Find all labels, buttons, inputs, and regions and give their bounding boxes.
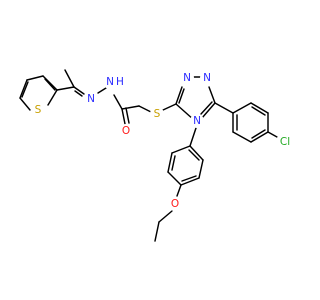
bond [180,177,200,186]
bond [232,131,252,143]
bond [178,88,185,104]
bond [64,69,75,88]
bond [19,79,28,99]
atom-n-triazole-top: N [180,71,194,85]
bond [154,221,160,242]
atom-s-thioether: S [150,107,164,121]
bond [158,210,173,223]
bond [42,75,58,91]
bond [189,145,204,161]
bond [176,184,182,197]
bond [251,106,266,116]
bond [232,102,252,114]
bond [74,90,83,97]
bond [250,131,269,143]
bond [125,107,130,124]
atom-symbol: N [193,115,201,127]
atom-symbol: Cl [280,136,290,148]
bond [97,87,107,94]
bond [181,175,197,182]
atom-o-ether: O [168,197,182,211]
atom-nh-amide: N H [103,75,124,89]
atom-symbol: O [122,125,130,137]
bond [47,89,58,106]
bond [208,86,216,104]
bond [121,108,126,125]
bond [21,81,29,98]
structure-drawing: S N N H O S N [19,69,294,242]
bond [171,145,191,154]
atom-n-triazole-bottom: N [190,114,204,128]
atom-symbol: O [171,198,179,210]
bond [19,97,31,111]
bond [214,102,234,114]
bond [267,131,278,138]
bond [171,155,176,171]
atom-symbol: N [183,72,191,84]
bonds [19,69,278,242]
molecule-diagram: S N N H O S N [19,69,294,242]
bond [121,105,140,110]
atom-symbol: N [203,72,211,84]
bond [167,152,173,173]
bond [138,105,152,113]
bond [56,86,75,91]
bond [175,86,183,105]
bond [198,159,204,179]
bond [189,127,197,147]
atom-symbol: S [154,108,161,120]
atom-cl: Cl [276,133,294,151]
bond [250,102,269,114]
bond [73,86,85,95]
bond [200,101,213,115]
bond [162,103,177,111]
atom-symbol: S [35,104,42,116]
bond [175,103,195,121]
atom-hydrogen: H [116,76,124,88]
atom-n-hydrazone: N [84,92,98,106]
atom-labels: S N N H O S N [31,71,294,211]
atom-symbol: N [87,93,95,105]
bond [251,129,266,139]
atom-s-thiophene: S [31,103,45,117]
bond [26,75,44,81]
bond [201,102,216,119]
bond [44,78,56,91]
atom-o-carbonyl: O [119,124,133,138]
atom-symbol: N [106,76,114,88]
atom-n-triazole-right: N [200,71,214,85]
bond [113,94,123,110]
bond [188,149,200,161]
bond [167,171,182,186]
